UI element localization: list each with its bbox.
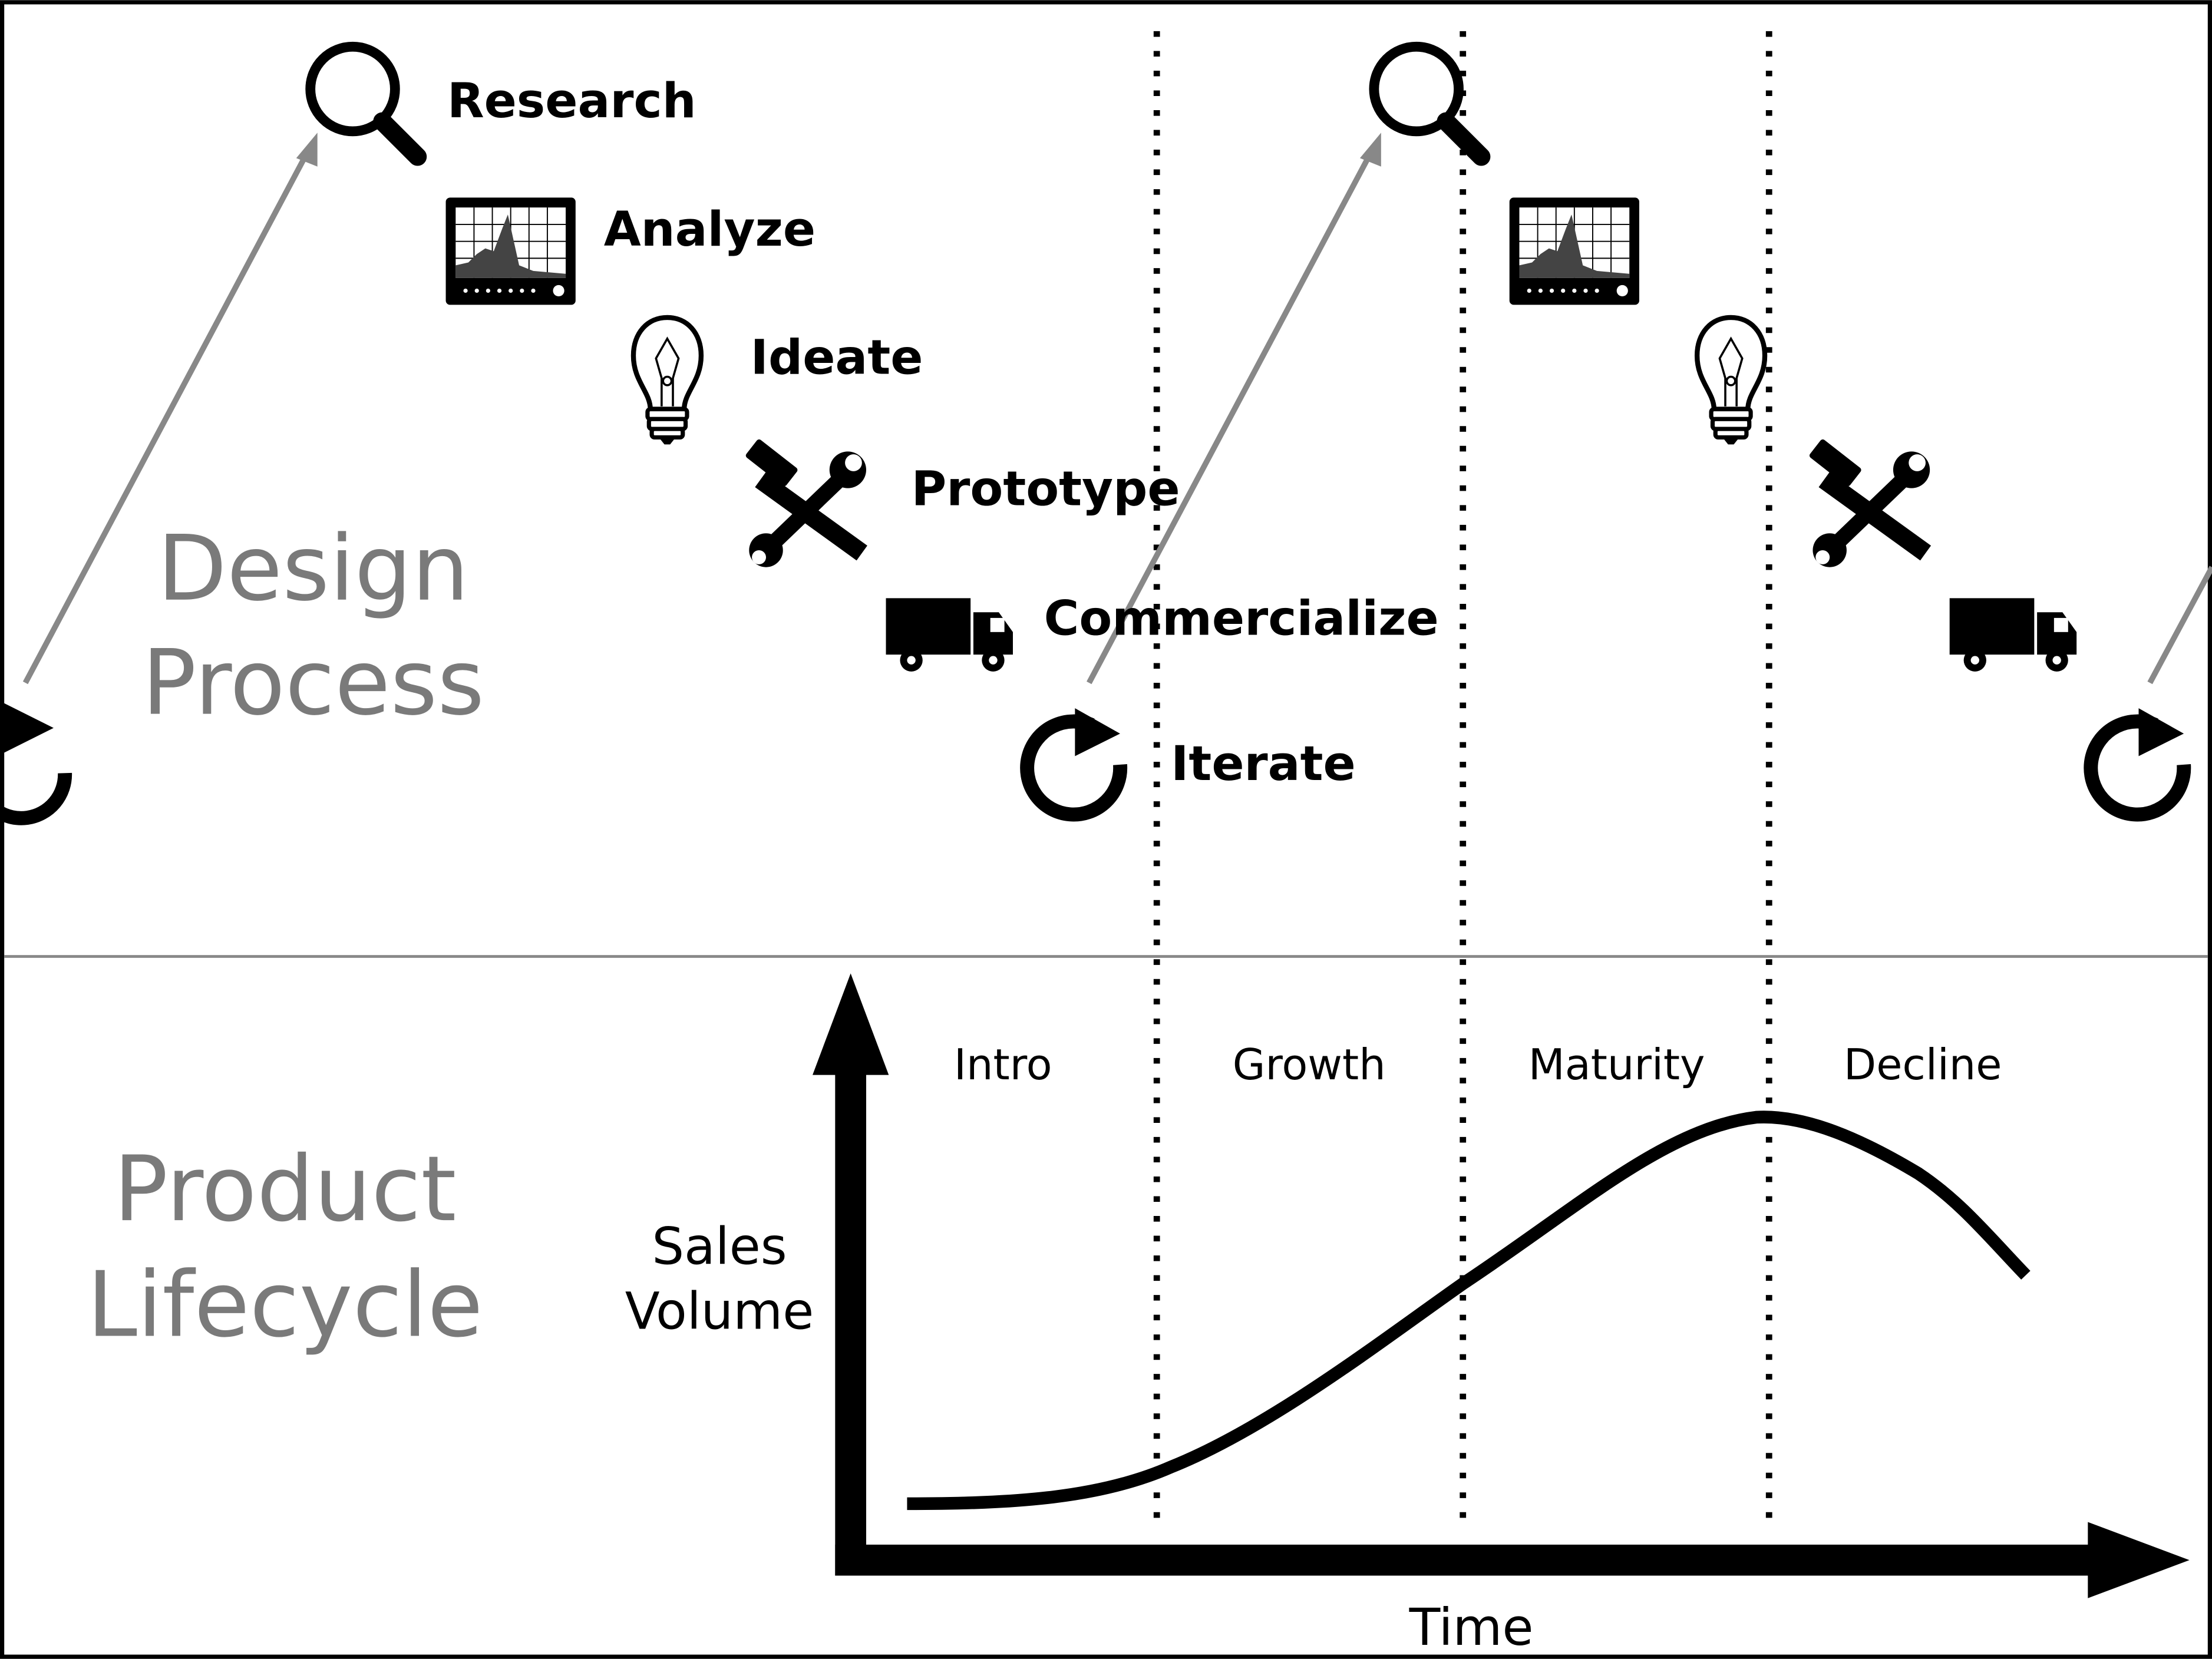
step-label-ideate: Ideate [751,330,923,386]
lifecycle-axes [813,973,2190,1598]
loop-arrow-right [2147,566,2212,685]
phase-label-maturity: Maturity [1528,1040,1705,1089]
tools-icon-repeat [1808,438,1930,567]
magnifier-icon [311,47,418,157]
lifecycle-title-line2: Lifecycle [87,1252,483,1357]
monitor-chart-icon-repeat [1508,197,1640,306]
magnifier-icon-repeat [1374,47,1481,157]
loop-arrowhead-left [296,133,318,167]
truck-icon [886,598,1013,672]
lifecycle-title-line1: Product [114,1137,457,1242]
phase-label-decline: Decline [1844,1040,2002,1089]
step-label-commercialize: Commercialize [1044,591,1439,647]
truck-icon-repeat [1949,598,2077,672]
refresh-icon-partial [0,702,72,825]
step-label-analyze: Analyze [604,201,816,257]
step-label-iterate: Iterate [1171,736,1356,792]
sales-curve [907,1111,2031,1511]
iteration-arrows [22,143,2212,685]
design-title-line1: Design [157,517,469,622]
monitor-chart-icon [445,197,577,306]
phase-label-intro: Intro [954,1040,1052,1089]
tools-icon [745,438,866,567]
loop-arrow-middle [1087,143,1378,685]
refresh-icon-repeat [2091,708,2184,814]
design-title-line2: Process [142,631,484,736]
step-label-prototype: Prototype [912,461,1180,517]
step-label-research: Research [447,73,696,129]
phase-label-growth: Growth [1233,1040,1386,1089]
loop-arrowhead-middle [1359,133,1381,167]
lightbulb-icon [633,318,701,444]
x-axis-label: Time [1409,1598,1534,1657]
lightbulb-icon-repeat [1697,318,1765,444]
loop-arrow-left [22,143,315,685]
y-axis-label-line1: Sales [652,1217,787,1276]
x-axis-arrowhead [2088,1522,2190,1598]
y-axis-arrowhead [813,973,889,1075]
y-axis-label-line2: Volume [625,1283,814,1341]
refresh-icon [1027,708,1120,814]
